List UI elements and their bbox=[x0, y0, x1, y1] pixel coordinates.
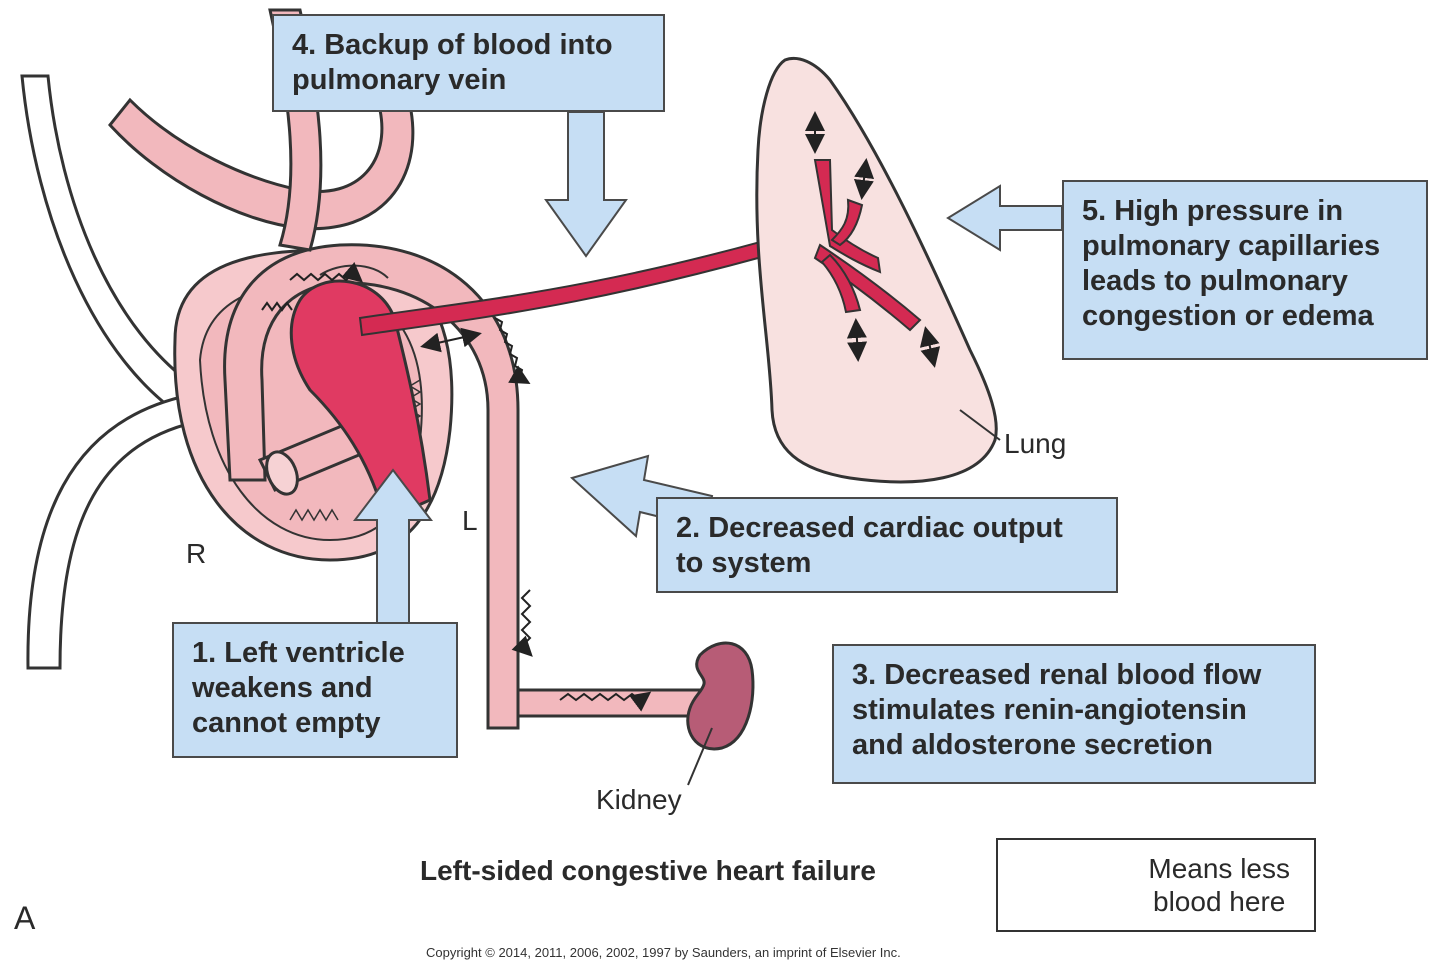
step-4-line-2: pulmonary vein bbox=[292, 64, 507, 96]
step-4-box: 4. Backup of blood into pulmonary vein bbox=[272, 14, 665, 112]
figure-title: Left-sided congestive heart failure bbox=[420, 855, 876, 886]
legend-box: Means less blood here bbox=[996, 838, 1316, 932]
step-1-box: 1. Left ventricle weakens and cannot emp… bbox=[172, 622, 458, 758]
aorta bbox=[108, 8, 702, 730]
step-1-line-1: 1. Left ventricle bbox=[192, 637, 405, 669]
step-5-line-1: 5. High pressure in bbox=[1082, 195, 1344, 227]
step-5-line-2: pulmonary capillaries bbox=[1082, 230, 1381, 262]
step-3-box: 3. Decreased renal blood flow stimulates… bbox=[832, 644, 1316, 784]
copyright-notice: Copyright © 2014, 2011, 2006, 2002, 1997… bbox=[426, 945, 901, 960]
pointer-arrows bbox=[352, 111, 1063, 625]
legend-text: Means less blood here bbox=[1148, 852, 1290, 918]
step-5-box: 5. High pressure in pulmonary capillarie… bbox=[1062, 180, 1428, 360]
kidney-leader bbox=[687, 727, 713, 786]
label-right-side: R bbox=[186, 538, 207, 569]
legend-line-2: blood here bbox=[1153, 886, 1286, 917]
step-3-line-3: and aldosterone secretion bbox=[852, 729, 1213, 761]
step-1-line-2: weakens and bbox=[192, 672, 373, 704]
label-left-side: L bbox=[462, 505, 478, 536]
pressure-arrows bbox=[420, 111, 941, 368]
label-kidney: Kidney bbox=[596, 784, 682, 815]
step-5-line-4: congestion or edema bbox=[1082, 300, 1374, 332]
step-3-line-2: stimulates renin-angiotensin bbox=[852, 694, 1247, 726]
lung bbox=[755, 56, 998, 484]
legend-line-1: Means less bbox=[1148, 853, 1290, 884]
label-lung: Lung bbox=[1004, 428, 1067, 459]
step-2-line-1: 2. Decreased cardiac output bbox=[676, 512, 1063, 544]
lung-leader bbox=[959, 409, 1001, 441]
step-3-line-1: 3. Decreased renal blood flow bbox=[852, 659, 1262, 691]
step-5-line-3: leads to pulmonary bbox=[1082, 265, 1348, 297]
step-2-box: 2. Decreased cardiac output to system bbox=[656, 497, 1118, 593]
panel-letter: A bbox=[14, 900, 36, 936]
kidney bbox=[686, 641, 755, 751]
step-1-line-3: cannot empty bbox=[192, 707, 381, 739]
step-4-line-1: 4. Backup of blood into bbox=[292, 29, 613, 61]
step-2-line-2: to system bbox=[676, 547, 812, 579]
